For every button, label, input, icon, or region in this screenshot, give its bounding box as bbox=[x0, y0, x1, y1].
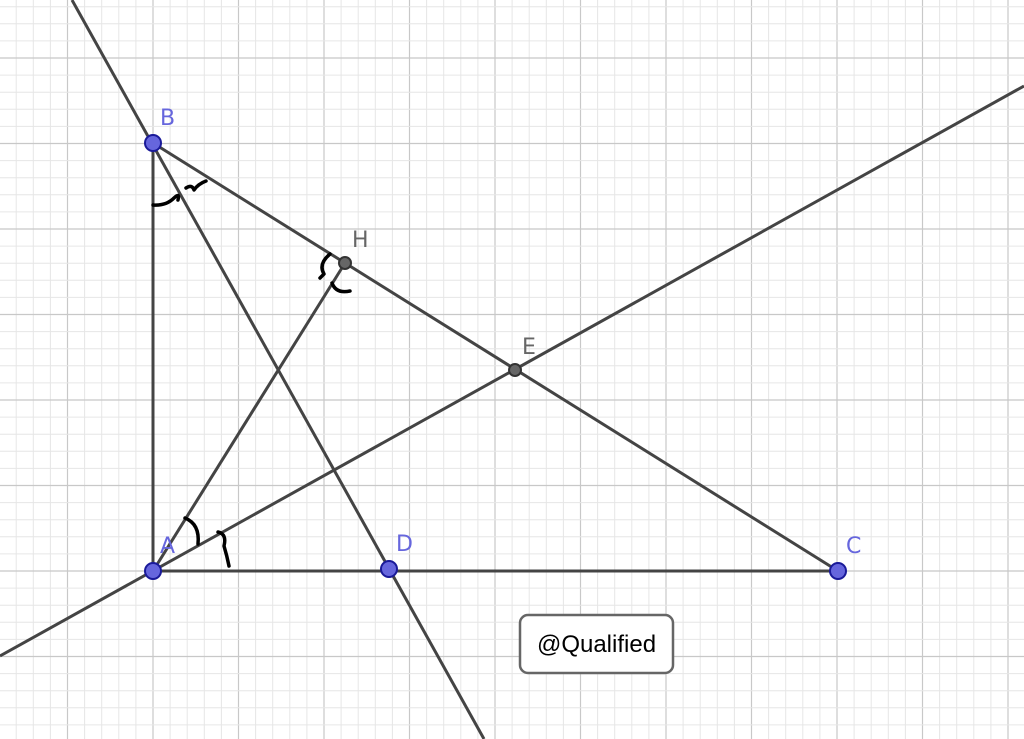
point-B[interactable] bbox=[144, 134, 162, 152]
angle-mark-HAE bbox=[183, 516, 200, 546]
point-H[interactable] bbox=[338, 256, 352, 270]
point-E[interactable] bbox=[508, 363, 522, 377]
watermark-box: @Qualified bbox=[518, 613, 675, 675]
angle-marks bbox=[151, 179, 352, 568]
label-A: A bbox=[160, 534, 175, 559]
label-D: D bbox=[396, 532, 413, 557]
point-C[interactable] bbox=[829, 562, 847, 580]
watermark-text: @Qualified bbox=[537, 631, 656, 658]
angle-mark-ABD bbox=[151, 193, 181, 207]
point-A[interactable] bbox=[144, 562, 162, 580]
angle-mark-DBC bbox=[184, 179, 208, 192]
watermark-frame bbox=[518, 613, 675, 675]
label-H: H bbox=[352, 228, 369, 253]
angle-mark-AHB-2 bbox=[330, 281, 352, 294]
angle-mark-EAC bbox=[216, 530, 231, 568]
segment-BC[interactable] bbox=[152, 141, 839, 573]
label-B: B bbox=[160, 106, 175, 131]
label-C: C bbox=[846, 534, 861, 559]
angle-mark-AHB-1 bbox=[318, 252, 332, 280]
point-D[interactable] bbox=[380, 560, 398, 578]
point-labels: A B C D H E bbox=[160, 106, 861, 559]
label-E: E bbox=[522, 335, 536, 360]
points bbox=[144, 134, 847, 580]
